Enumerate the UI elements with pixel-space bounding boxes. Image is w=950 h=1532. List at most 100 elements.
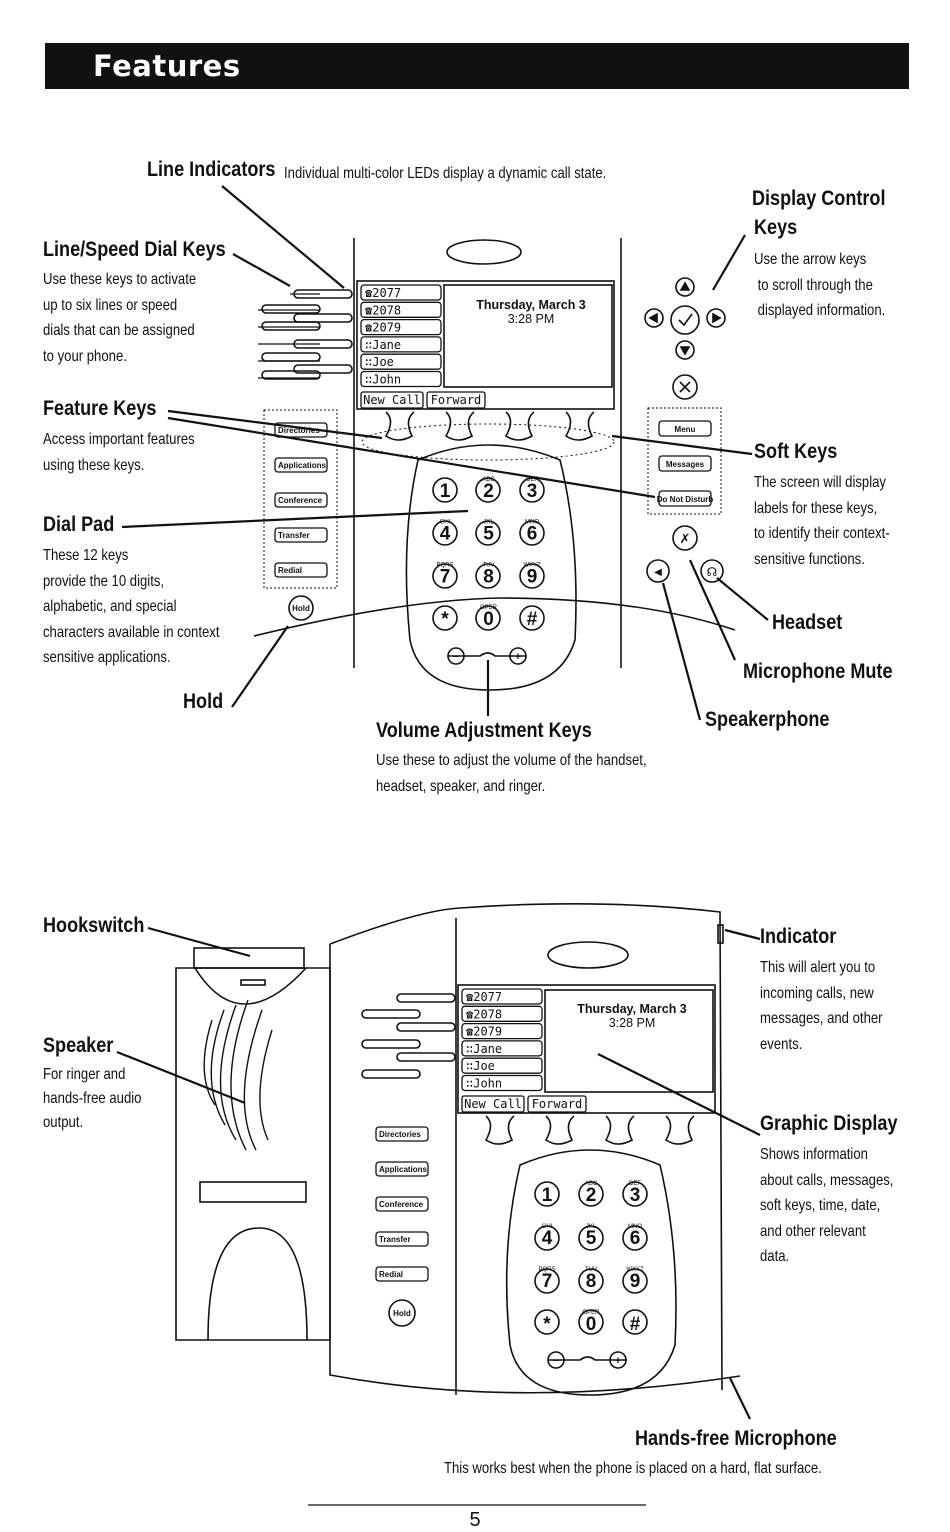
soft-key[interactable] [664,1115,695,1145]
screen-line-row[interactable] [461,988,543,1005]
line-key[interactable] [396,1052,456,1062]
feature-key-redial[interactable] [375,1266,429,1282]
screen-line-row[interactable] [461,1040,543,1057]
keypad-letters: JKL [586,1224,597,1230]
keypad-letters: MNO [628,1224,642,1230]
headset-key[interactable] [700,559,724,583]
line-key[interactable] [396,1022,456,1032]
volume-down-key[interactable] [447,647,465,665]
right-key-1[interactable] [658,455,712,472]
volume-down-key[interactable] [547,1351,565,1369]
keypad-digit-2: 2 [586,1185,597,1206]
feature-key-conference[interactable] [375,1196,429,1212]
line-indicators-desc: Individual multi-color LEDs display a dy… [284,165,607,182]
softkey-label-forward[interactable] [426,391,486,409]
screen-time: 3:28 PM [609,1016,656,1030]
speaker-label: Speaker [43,1034,114,1057]
line-key[interactable] [361,1069,421,1079]
line-key[interactable] [361,1009,421,1019]
line-key[interactable] [293,364,353,374]
line-key[interactable] [361,1039,421,1049]
soft-key[interactable] [504,411,535,441]
line-key[interactable] [293,289,353,299]
keypad-digit-7: 7 [542,1271,553,1292]
screen-line-label: ∷John [365,373,401,387]
screen-line-row[interactable] [360,336,442,353]
keypad-digit-8: 8 [483,566,494,587]
speakerphone-key[interactable] [646,559,670,583]
feature-key-applications[interactable] [375,1161,429,1177]
right-key-2[interactable] [658,490,712,507]
keypad-letters: OPER [582,1310,600,1316]
screen-line-row[interactable] [360,284,442,301]
up-arrow-key[interactable] [675,277,695,297]
left-arrow-key[interactable] [644,308,664,328]
select-key[interactable] [670,305,700,335]
feature-key-conference[interactable] [274,492,328,508]
keypad-digit-0: 0 [586,1314,597,1335]
volume-up-key[interactable] [509,647,527,665]
soft-key[interactable] [384,411,415,441]
mute-key[interactable] [672,525,698,551]
right-key-0[interactable] [658,420,712,437]
volume-desc: Use these to adjust the volume of the ha… [376,752,647,795]
soft-key[interactable] [604,1115,635,1145]
feature-key-transfer[interactable] [375,1231,429,1247]
feature-key-redial[interactable] [274,562,328,578]
soft-key[interactable] [544,1115,575,1145]
keypad-letters: WXYZ [523,562,541,568]
feature-key-label: Directories [278,426,320,435]
line-key[interactable] [261,321,321,331]
line-key[interactable] [293,313,353,323]
right-arrow-key[interactable] [706,308,726,328]
feature-key-label: Applications [278,461,327,470]
headset-label: Headset [772,611,843,634]
graphic-display-label: Graphic Display [760,1112,898,1135]
feature-key-transfer[interactable] [274,527,328,543]
keypad-digit-*: * [543,1314,551,1335]
screen-line-row[interactable] [461,1005,543,1022]
soft-key[interactable] [444,411,475,441]
line-key[interactable] [261,352,321,362]
volume-plus: + [515,651,521,663]
line-key[interactable] [261,370,321,380]
screen-line-label: ☎2078 [466,1007,502,1021]
line-key[interactable] [261,304,321,314]
indicator-led [717,924,724,944]
keypad-letters: ABC [482,477,495,483]
screen-line-row[interactable] [461,1074,543,1092]
keypad-letters: DEF [526,477,538,483]
keypad-digit-9: 9 [630,1271,641,1292]
screen-line-row[interactable] [461,1057,543,1074]
soft-key[interactable] [564,411,595,441]
page-title: Features [93,49,241,83]
callout-lines [116,185,769,1420]
bottom-hold-key[interactable] [388,1299,416,1327]
keypad-digit-8: 8 [586,1271,597,1292]
cancel-key[interactable] [672,374,698,400]
top-hold-key[interactable] [288,595,314,621]
volume-up-key[interactable] [609,1351,627,1369]
screen-line-row[interactable] [461,1022,543,1040]
feature-key-applications[interactable] [274,457,328,473]
line-key[interactable] [396,993,456,1003]
screen-line-row[interactable] [360,353,442,370]
screen-line-row[interactable] [360,370,442,388]
feature-key-directories[interactable] [274,422,328,438]
screen-line-row[interactable] [360,301,442,318]
feature-key-label: Transfer [278,531,310,540]
softkey-label-newcall[interactable] [360,391,424,409]
screen-line-row[interactable] [360,318,442,336]
bottom-message-led [547,941,629,969]
keypad-digit-2: 2 [483,481,494,502]
feature-key-directories[interactable] [375,1126,429,1142]
soft-key[interactable] [484,1115,515,1145]
display-control-desc: Use the arrow keys to scroll through the… [754,251,886,319]
line-indicators-label: Line Indicators [147,158,276,181]
down-arrow-key[interactable] [675,340,695,360]
screen-date: Thursday, March 3 [577,1002,687,1016]
softkey-label-newcall[interactable] [461,1095,525,1113]
line-key[interactable] [293,339,353,349]
softkey-label-forward[interactable] [527,1095,587,1113]
keypad-letters: JKL [483,520,494,526]
